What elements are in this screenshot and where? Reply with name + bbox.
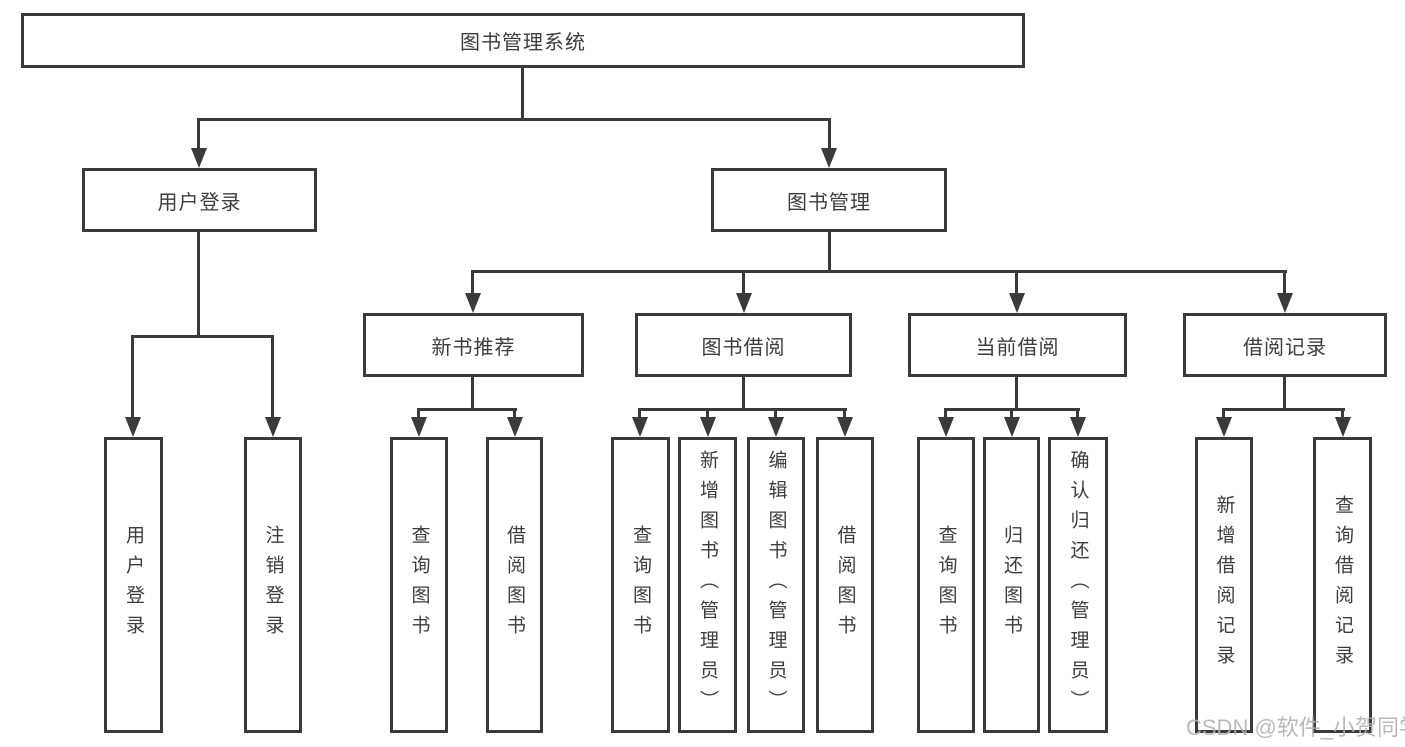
connector-stem bbox=[843, 408, 846, 417]
leaf-label: 用户登录 bbox=[123, 525, 144, 645]
connector-borrow-record-stem bbox=[1283, 377, 1286, 408]
connector-user-login-stem bbox=[197, 232, 200, 335]
leaf-query-book-2: 查询图书 bbox=[611, 437, 670, 733]
node-root: 图书管理系统 bbox=[21, 13, 1025, 68]
leaf-query-borrow-record: 查询借阅记录 bbox=[1313, 437, 1372, 733]
node-new-book: 新书推荐 bbox=[363, 313, 584, 377]
leaf-label: 注销登录 bbox=[262, 525, 284, 645]
leaf-user-login: 用户登录 bbox=[104, 437, 163, 733]
node-book-borrow-label: 图书借阅 bbox=[701, 336, 786, 359]
arrow-down-icon bbox=[938, 417, 954, 437]
connector-stem bbox=[638, 408, 641, 417]
arrow-down-icon bbox=[125, 417, 141, 437]
connector-current-borrow-stem bbox=[1015, 377, 1018, 408]
leaf-label: 编辑图书（管理员） bbox=[765, 450, 787, 720]
arrow-down-icon bbox=[768, 417, 784, 437]
arrow-down-icon bbox=[191, 148, 207, 168]
leaf-logout: 注销登录 bbox=[244, 437, 302, 733]
arrow-down-icon bbox=[1216, 417, 1232, 437]
node-current-borrow: 当前借阅 bbox=[908, 313, 1127, 377]
leaf-label: 新增图书（管理员） bbox=[697, 450, 718, 720]
arrow-down-icon bbox=[1009, 293, 1025, 313]
node-book-mgmt-label: 图书管理 bbox=[787, 191, 871, 214]
arrow-down-icon bbox=[507, 417, 523, 437]
connector-stem bbox=[271, 335, 274, 417]
leaf-add-borrow-record: 新增借阅记录 bbox=[1195, 437, 1253, 733]
leaf-label: 借阅图书 bbox=[834, 525, 856, 645]
node-new-book-label: 新书推荐 bbox=[431, 336, 516, 359]
arrow-down-icon bbox=[1004, 417, 1020, 437]
arrow-down-icon bbox=[1335, 417, 1351, 437]
node-user-login-label: 用户登录 bbox=[157, 191, 242, 214]
arrow-down-icon bbox=[736, 293, 752, 313]
leaf-label: 归还图书 bbox=[1001, 525, 1022, 645]
node-current-borrow-label: 当前借阅 bbox=[975, 336, 1060, 359]
node-borrow-record: 借阅记录 bbox=[1183, 313, 1387, 377]
connector-level3-hline bbox=[471, 270, 1287, 273]
connector-stem bbox=[706, 408, 709, 417]
connector-stem bbox=[513, 408, 516, 417]
arrow-down-icon bbox=[465, 293, 481, 313]
leaf-label: 确认归还（管理员） bbox=[1067, 450, 1089, 720]
leaf-label: 查询图书 bbox=[935, 525, 957, 645]
connector-stem-user-login bbox=[197, 118, 200, 150]
arrow-down-icon bbox=[1070, 417, 1086, 437]
connector-root-stem bbox=[521, 68, 524, 118]
connector-stem bbox=[1010, 408, 1013, 417]
connector-stem bbox=[1222, 408, 1225, 417]
connector-stem bbox=[944, 408, 947, 417]
leaf-label: 查询借阅记录 bbox=[1332, 495, 1353, 675]
arrow-down-icon bbox=[821, 148, 837, 168]
arrow-down-icon bbox=[632, 417, 648, 437]
connector-book-borrow-hline bbox=[638, 408, 847, 411]
connector-stem bbox=[774, 408, 777, 417]
connector-book-borrow-stem bbox=[742, 377, 745, 408]
arrow-down-icon bbox=[700, 417, 716, 437]
connector-stem bbox=[417, 408, 420, 417]
arrow-down-icon bbox=[1277, 293, 1293, 313]
arrow-down-icon bbox=[265, 417, 281, 437]
leaf-add-book-admin: 新增图书（管理员） bbox=[678, 437, 737, 733]
connector-stem-book-borrow bbox=[742, 270, 745, 295]
csdn-watermark: CSDN @软件_小贺同学 bbox=[1186, 715, 1405, 740]
connector-new-book-hline bbox=[417, 408, 517, 411]
arrow-down-icon bbox=[837, 417, 853, 437]
node-borrow-record-label: 借阅记录 bbox=[1243, 336, 1327, 359]
connector-stem-current-borrow bbox=[1015, 270, 1018, 295]
node-book-borrow: 图书借阅 bbox=[635, 313, 852, 377]
connector-stem bbox=[1341, 408, 1344, 417]
connector-stem bbox=[131, 335, 134, 417]
connector-stem-borrow-record bbox=[1283, 270, 1286, 295]
leaf-query-book-1: 查询图书 bbox=[390, 437, 448, 733]
connector-stem-new-book bbox=[471, 270, 474, 295]
leaf-label: 查询图书 bbox=[630, 525, 651, 645]
connector-stem bbox=[1076, 408, 1079, 417]
leaf-label: 借阅图书 bbox=[504, 525, 525, 645]
connector-new-book-stem bbox=[471, 377, 474, 408]
leaf-edit-book-admin: 编辑图书（管理员） bbox=[747, 437, 805, 733]
connector-book-mgmt-stem bbox=[828, 232, 831, 270]
node-user-login: 用户登录 bbox=[82, 168, 317, 232]
connector-user-login-hline bbox=[132, 335, 274, 338]
leaf-label: 查询图书 bbox=[408, 525, 430, 645]
leaf-confirm-return-admin: 确认归还（管理员） bbox=[1048, 437, 1108, 733]
leaf-borrow-book-2: 借阅图书 bbox=[816, 437, 874, 733]
connector-stem-book-mgmt bbox=[828, 118, 831, 150]
arrow-down-icon bbox=[411, 417, 427, 437]
node-root-label: 图书管理系统 bbox=[460, 32, 586, 54]
leaf-borrow-book-1: 借阅图书 bbox=[486, 437, 543, 733]
leaf-return-book: 归还图书 bbox=[983, 437, 1040, 733]
connector-level1-hline bbox=[198, 118, 831, 121]
leaf-label: 新增借阅记录 bbox=[1213, 495, 1235, 675]
leaf-query-book-3: 查询图书 bbox=[917, 437, 975, 733]
connector-borrow-record-hline bbox=[1222, 408, 1345, 411]
node-book-mgmt: 图书管理 bbox=[711, 168, 947, 232]
